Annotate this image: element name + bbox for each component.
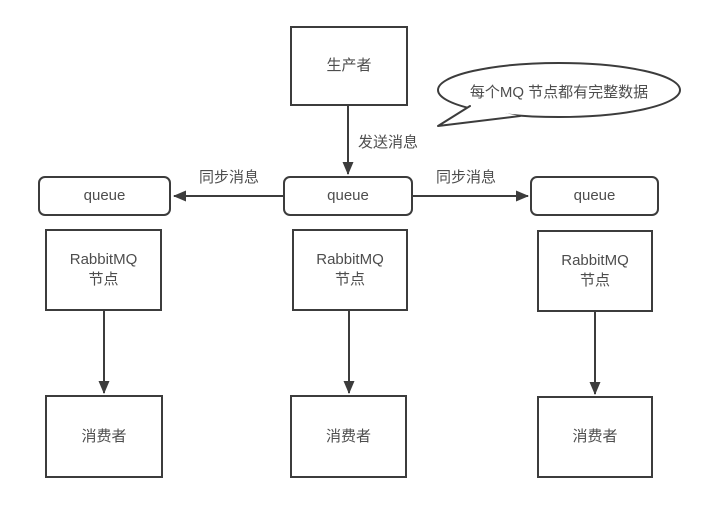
send-message-edge-label: 发送消息	[356, 131, 421, 152]
sync-message-left-edge-label: 同步消息	[197, 166, 262, 187]
queue-center-label: queue	[327, 187, 369, 204]
callout-bubble	[437, 62, 681, 127]
queue-left-label: queue	[83, 187, 126, 204]
queue-right-label: queue	[573, 187, 616, 204]
queue-center-node: queue	[283, 176, 413, 216]
queue-left-node: queue	[38, 176, 171, 216]
rabbitmq-center-label: RabbitMQ 节点	[316, 251, 384, 288]
rabbitmq-left-label: RabbitMQ 节点	[69, 251, 138, 288]
consumer-left-node: 消费者	[45, 395, 163, 478]
consumer-center-node: 消费者	[290, 395, 407, 478]
sync-message-right-edge-label: 同步消息	[434, 166, 499, 187]
rabbitmq-center-node: RabbitMQ 节点	[292, 229, 408, 311]
rabbitmq-left-node: RabbitMQ 节点	[45, 229, 162, 311]
consumer-left-label: 消费者	[81, 427, 127, 445]
rabbitmq-right-node: RabbitMQ 节点	[537, 230, 653, 312]
consumer-right-node: 消费者	[537, 396, 653, 478]
callout-text: 每个MQ 节点都有完整数据	[469, 84, 649, 101]
consumer-center-label: 消费者	[325, 427, 371, 445]
consumer-right-label: 消费者	[572, 428, 618, 445]
producer-node: 生产者	[290, 26, 408, 106]
queue-right-node: queue	[530, 176, 659, 216]
producer-label: 生产者	[326, 57, 372, 74]
rabbitmq-right-label: RabbitMQ 节点	[561, 252, 629, 289]
